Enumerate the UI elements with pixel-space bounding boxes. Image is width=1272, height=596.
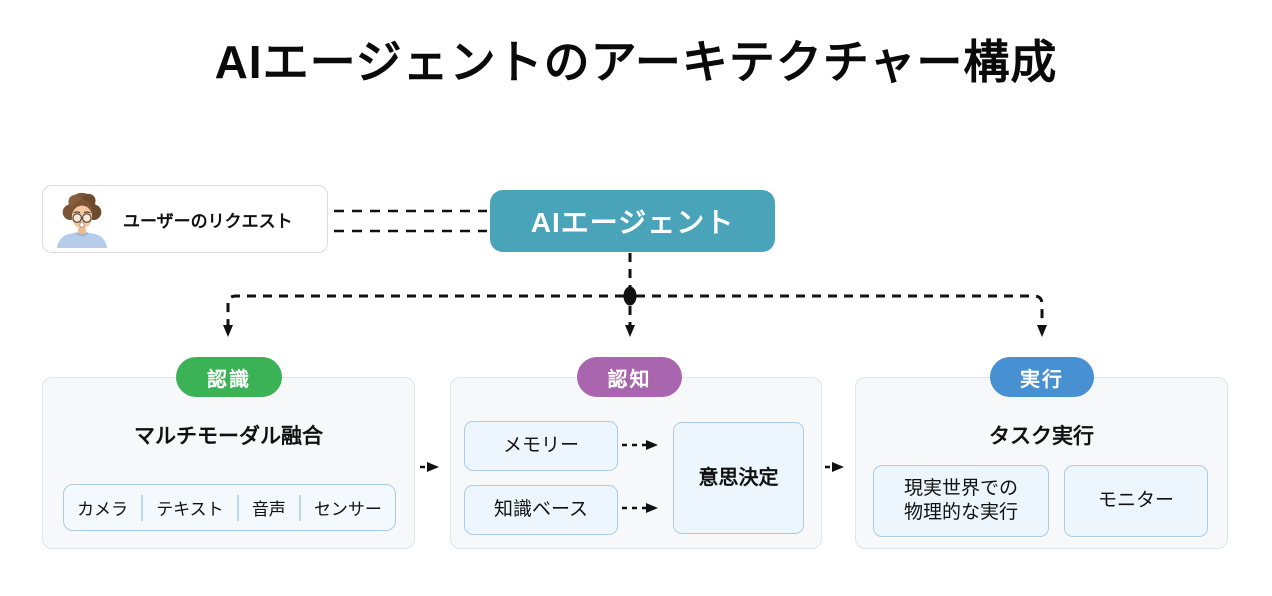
physical-execution-node: 現実世界での 物理的な実行 [873,465,1049,537]
memory-node: メモリー [464,421,618,471]
user-request-box: ユーザーのリクエスト [42,185,328,253]
branch-execution-line [636,294,1047,337]
ai-agent-label: AIエージェント [530,207,735,238]
modality-audio: 音声 [251,500,286,519]
ai-agent-box: AIエージェント [490,190,775,252]
strip-divider [141,494,144,521]
knowledge-base-node: 知識ベース [464,485,618,535]
execution-pill-label: 実行 [1020,368,1064,391]
modality-sensor: センサー [313,500,382,519]
cognition-pill: 認知 [577,357,682,397]
branch-perception-line [223,294,624,337]
user-request-label: ユーザーのリクエスト [123,211,293,231]
user-avatar [51,190,113,248]
knowledge-base-label: 知識ベース [493,499,589,521]
strip-divider [298,494,301,521]
execution-pill: 実行 [990,357,1094,397]
cognition-pill-label: 認知 [607,368,652,391]
strip-divider [236,494,239,521]
perception-pill-label: 認識 [207,368,251,391]
modality-camera: カメラ [77,500,129,519]
modality-text: テキスト [156,500,224,519]
monitor-node: モニター [1064,465,1208,537]
physical-execution-line1: 現実世界での [903,478,1018,500]
execution-heading: タスク実行 [989,425,1094,448]
execution-panel: タスク実行 現実世界での 物理的な実行 モニター [855,377,1228,549]
junction-dot [623,286,637,306]
perception-panel: マルチモーダル融合 カメラ テキスト 音声 センサー [42,377,415,549]
diagram-title: AIエージェントのアーキテクチャー構成 [214,36,1058,88]
decision-label: 意思決定 [698,466,779,489]
decision-node: 意思決定 [673,422,804,534]
perception-pill: 認識 [176,357,282,397]
physical-execution-line2: 物理的な実行 [903,502,1018,523]
monitor-label: モニター [1097,490,1174,512]
user-avatar-icon [56,192,108,248]
cognition-panel: メモリー 知識ベース 意思決定 [450,377,822,549]
memory-label: メモリー [502,435,579,457]
modality-strip: カメラ テキスト 音声 センサー [63,484,396,531]
perception-heading: マルチモーダル融合 [134,425,323,448]
